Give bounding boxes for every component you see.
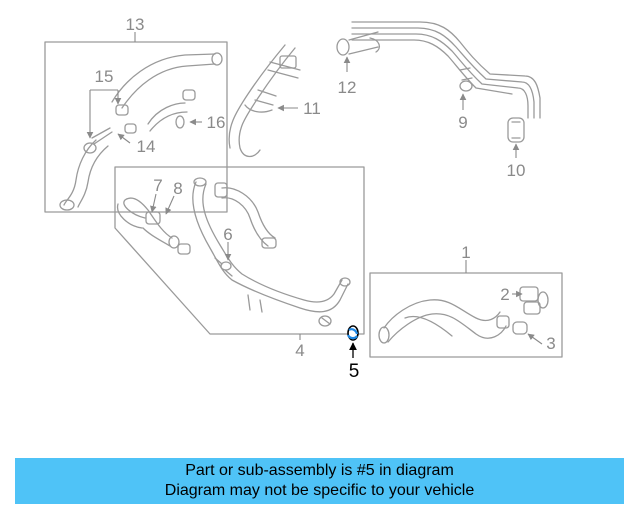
banner-line-1: Part or sub-assembly is #5 in diagram (185, 462, 454, 479)
coupler-2 (519, 286, 539, 302)
clip-9 (459, 80, 473, 92)
bracket-10 (507, 117, 525, 143)
group-13-box (44, 41, 228, 213)
callout-2: 2 (500, 285, 509, 304)
group-1-box (369, 272, 563, 358)
part-5-clamp (347, 325, 359, 341)
info-banner: Part or sub-assembly is #5 in diagram Di… (15, 458, 624, 504)
small-hose-16 (147, 102, 186, 125)
callout-8: 8 (173, 179, 182, 198)
hose-11 (238, 47, 296, 158)
callout-11: 11 (303, 99, 321, 118)
group-4-box (114, 166, 365, 335)
callout-9: 9 (458, 113, 467, 132)
pipe-assembly (351, 21, 541, 119)
hose-7 (123, 197, 173, 239)
callout-13: 13 (126, 15, 145, 34)
connector-12 (336, 38, 350, 56)
callout-16: 16 (207, 113, 226, 132)
hose-1 (383, 299, 501, 329)
callout-7: 7 (153, 176, 162, 195)
banner-line-2: Diagram may not be specific to your vehi… (164, 482, 475, 499)
callout-6: 6 (223, 225, 232, 244)
tube-assembly-4 (192, 181, 349, 313)
hose-6 (221, 187, 276, 239)
callout-12: 12 (338, 78, 357, 97)
callout-1: 1 (461, 243, 470, 262)
callout-15: 15 (95, 67, 114, 86)
callout-3: 3 (546, 334, 555, 353)
hose-lower-13 (63, 139, 97, 206)
hose-upper-13 (111, 53, 216, 103)
callout-14: 14 (137, 137, 156, 156)
callout-4: 4 (295, 341, 304, 360)
callout-5: 5 (349, 361, 360, 382)
ring-3 (512, 321, 528, 335)
parts-diagram: 13 15 16 14 11 12 9 10 7 8 6 4 1 2 3 5 (44, 15, 563, 382)
callout-10: 10 (507, 161, 526, 180)
